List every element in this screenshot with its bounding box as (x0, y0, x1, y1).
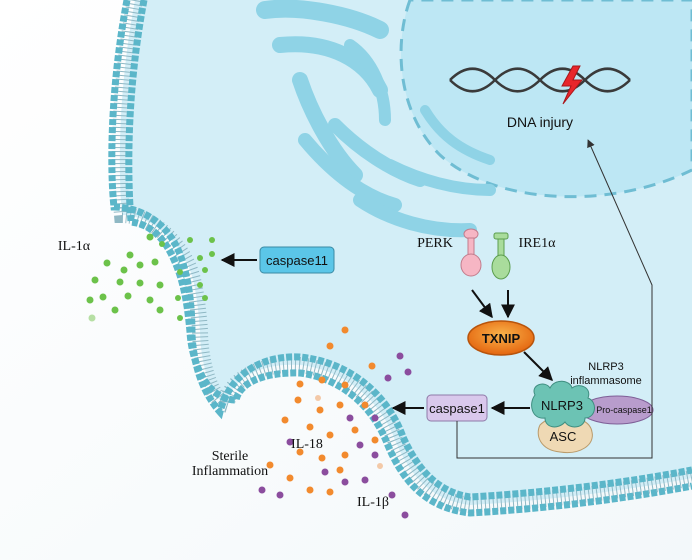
caspase11-label: caspase11 (266, 253, 328, 268)
lightning-icon (561, 65, 584, 105)
nlrp3-node (531, 380, 595, 428)
nlrp3-label: NLRP3 (541, 398, 583, 413)
caspase1-to-dna-injury-path (456, 139, 653, 459)
txnip-node (467, 320, 535, 356)
il1a-label: IL-1α (58, 239, 91, 254)
sterile-label-line2: Inflammation (192, 464, 268, 479)
ire1a-label: IRE1α (519, 236, 557, 251)
il1b-label: IL-1β (357, 495, 389, 510)
ire1a-receptor (491, 232, 511, 280)
il18-label: IL-18 (291, 437, 323, 452)
asc-label: ASC (550, 429, 577, 444)
endoplasmic-reticulum (256, 0, 496, 238)
sterile-label-line1: Sterile (212, 449, 249, 464)
txnip-label: TXNIP (482, 331, 521, 346)
dna-injury-label: DNA injury (507, 114, 573, 130)
il1b-particles (258, 352, 412, 519)
il1a-particles (86, 233, 215, 322)
caspase11-node (259, 246, 335, 274)
membrane-inner-layer (125, 0, 692, 517)
txnip-to-nlrp3-arrow (523, 351, 553, 381)
faded-particles (315, 395, 383, 469)
caspase1-label: caspase1 (429, 401, 485, 416)
nlrp3-inflammasome-label-line1: NLRP3 (588, 361, 623, 373)
perk-label: PERK (417, 236, 453, 251)
perk-receptor (460, 228, 482, 277)
dna-helix (449, 67, 631, 93)
perk-to-txnip-arrow (471, 289, 493, 319)
nlrp3-inflammasome-label-line2: inflammasome (570, 375, 642, 387)
il18-particles (266, 326, 379, 496)
pro-caspase1-label: Pro-caspase1 (596, 405, 652, 415)
nucleus (399, 0, 692, 199)
